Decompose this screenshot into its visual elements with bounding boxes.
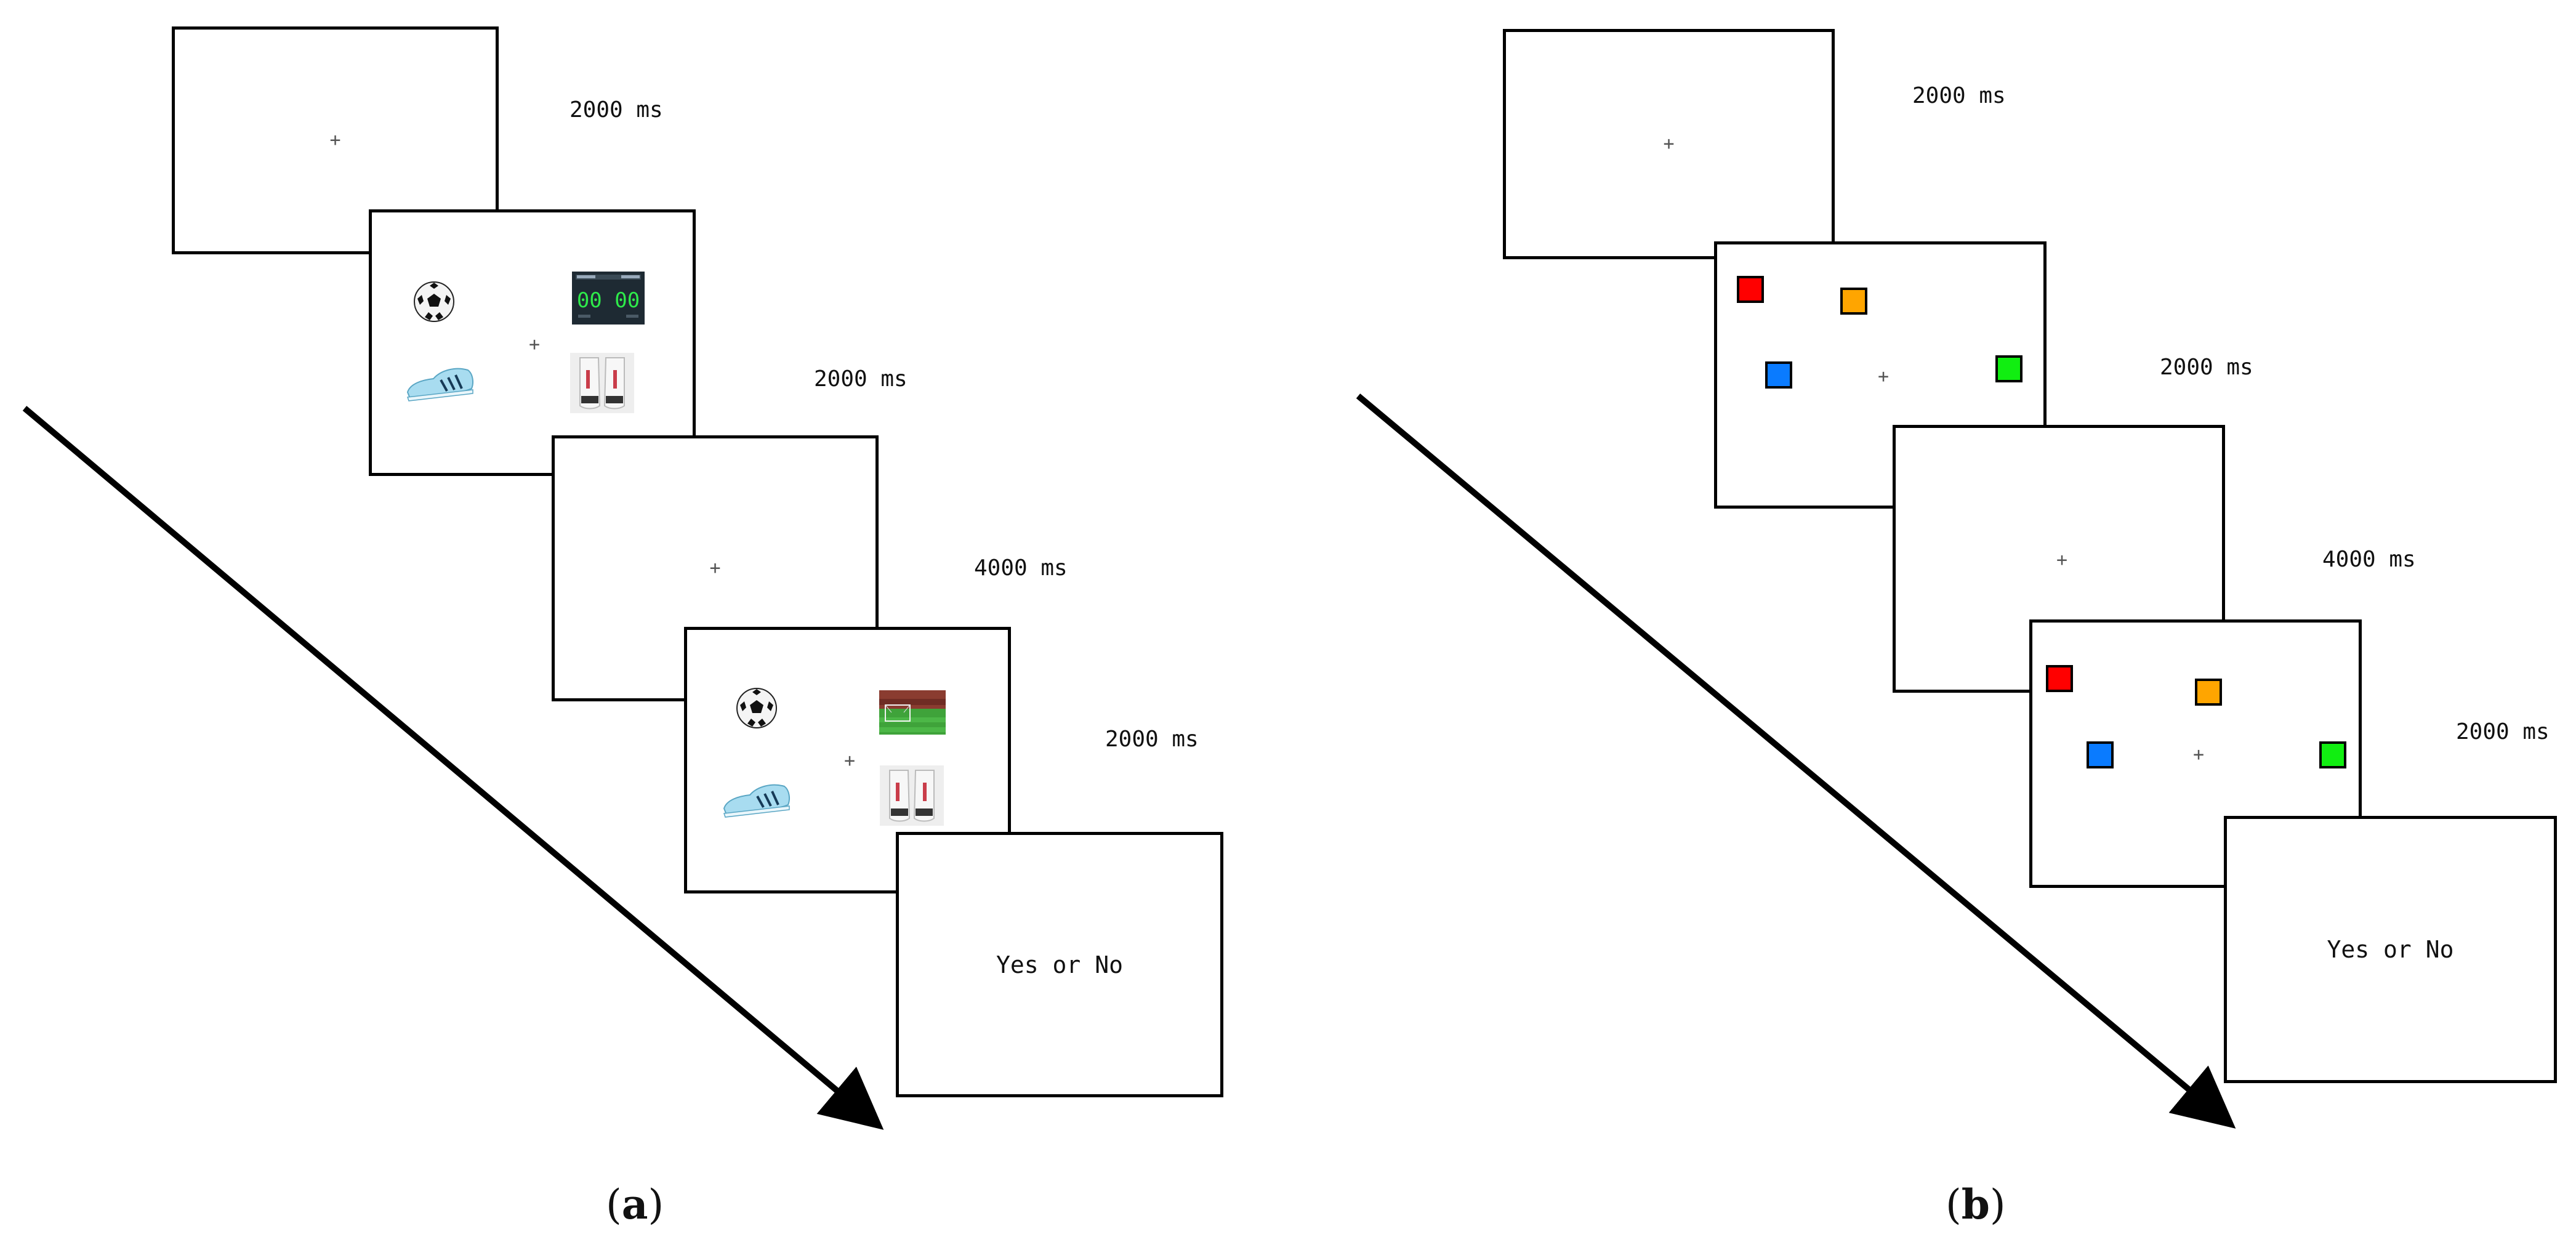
scoreboard-digits: 00 00	[577, 288, 640, 313]
color-square-orange	[2195, 679, 2222, 706]
time-arrow	[22, 406, 884, 1130]
panel-label-a: (a)	[606, 1180, 664, 1228]
fixation-screen-1: +	[1503, 29, 1835, 259]
color-square-orange	[1840, 288, 1867, 315]
fixation-cross: +	[2192, 744, 2205, 765]
response-prompt: Yes or No	[996, 951, 1123, 978]
soccer-ball-icon	[736, 688, 777, 728]
timing-label-3: 4000 ms	[974, 555, 1068, 581]
memory-array-screen: 00 00 +	[369, 209, 696, 476]
shin-guards-icon	[570, 353, 634, 413]
soccer-ball-icon	[414, 281, 454, 322]
fixation-cross: +	[709, 557, 721, 579]
scoreboard-icon: 00 00	[572, 272, 645, 325]
timing-label-2: 2000 ms	[814, 366, 908, 392]
soccer-cleat-icon	[723, 784, 790, 818]
color-square-red	[1737, 276, 1764, 303]
response-prompt: Yes or No	[2327, 936, 2454, 963]
fixation-cross: +	[843, 750, 856, 772]
timing-label-2: 2000 ms	[2160, 355, 2253, 380]
response-screen: Yes or No	[2224, 816, 2557, 1083]
panel-label-b: (b)	[1946, 1180, 2006, 1228]
fixation-cross: +	[1663, 133, 1675, 155]
shin-guards-icon	[880, 765, 944, 826]
color-square-green	[1995, 355, 2023, 382]
response-screen: Yes or No	[896, 832, 1223, 1097]
timing-label-1: 2000 ms	[570, 97, 663, 123]
color-square-green	[2319, 741, 2346, 768]
timing-label-4: 2000 ms	[2456, 719, 2550, 744]
probe-array-screen: +	[684, 627, 1011, 893]
color-square-red	[2046, 665, 2073, 692]
fixation-cross: +	[528, 334, 541, 355]
timing-label-1: 2000 ms	[1912, 83, 2006, 108]
fixation-cross: +	[329, 129, 341, 151]
timing-label-3: 4000 ms	[2322, 547, 2416, 572]
color-square-blue	[2087, 741, 2114, 768]
fixation-cross: +	[2056, 549, 2068, 571]
soccer-cleat-icon	[406, 368, 473, 401]
timing-label-4: 2000 ms	[1105, 727, 1199, 752]
time-arrow	[1356, 393, 2236, 1129]
fixation-cross: +	[1877, 366, 1890, 387]
goal-field-icon	[879, 690, 946, 735]
color-square-blue	[1765, 361, 1792, 389]
